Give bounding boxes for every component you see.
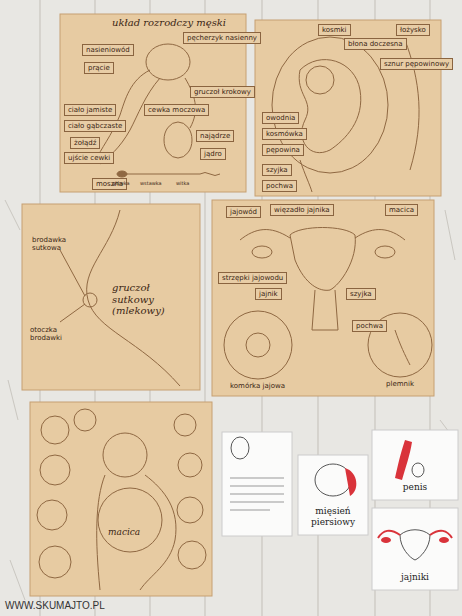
label-box: owodnia: [262, 112, 299, 124]
label-text: pęcherzyk nasienny: [187, 34, 257, 42]
label-text: jajnik: [259, 290, 278, 298]
label-box: pępowina: [262, 144, 304, 156]
part-label: komórka jajowa: [230, 382, 285, 390]
label-text: jajniki: [401, 572, 429, 582]
label-box: najądrze: [196, 130, 234, 142]
part-label: macica: [108, 527, 140, 537]
label-box: ciało jamiste: [64, 104, 116, 116]
label-text: prącie: [88, 64, 110, 72]
label-box: jajowód: [226, 206, 261, 218]
label-box: ciało gąbczaste: [64, 120, 126, 132]
label-text: najądrze: [200, 132, 230, 140]
label-text: więzadło jajnika: [274, 206, 330, 214]
part-label: brodawka sutkowa: [32, 236, 76, 252]
label-text: pępowina: [266, 146, 300, 154]
label-text: gruczoł krokowy: [194, 88, 251, 96]
label-text: błona doczesna: [348, 40, 403, 48]
label-box: nasieniowód: [82, 44, 134, 56]
label-box: więzadło jajnika: [270, 204, 334, 216]
part-label: witka: [176, 181, 189, 187]
label-text: mięsień piersiowy: [302, 506, 364, 527]
label-box: żołądź: [70, 137, 100, 149]
part-label: układ rozrodczy męski: [112, 17, 226, 29]
part-label: główka: [112, 181, 130, 187]
label-text: kosmówka: [266, 130, 303, 138]
label-box: szyjka: [346, 288, 376, 300]
flash-card: penis: [372, 430, 458, 500]
watermark: WWW.SKUMAJTO.PL: [5, 600, 105, 612]
label-text: strzępki jajowodu: [222, 274, 283, 282]
label-box: pochwa: [262, 180, 297, 192]
label-text: pochwa: [356, 322, 383, 330]
label-text: penis: [403, 482, 427, 492]
label-box: ujście cewki: [64, 152, 114, 164]
label-box: sznur pępowinowy: [380, 58, 453, 70]
label-box: błona doczesna: [344, 38, 407, 50]
label-box: gruczoł krokowy: [190, 86, 255, 98]
label-text: jądro: [204, 150, 222, 158]
label-text: ciało jamiste: [68, 106, 112, 114]
label-box: szyjka: [262, 164, 292, 176]
label-box: pochwa: [352, 320, 387, 332]
label-text: pochwa: [266, 182, 293, 190]
label-box: cewka moczowa: [144, 104, 209, 116]
label-box: macica: [385, 204, 418, 216]
label-box: łożysko: [396, 24, 430, 36]
part-label: wstawka: [140, 181, 162, 187]
label-box: kosmki: [318, 24, 351, 36]
flash-card: jajniki: [372, 508, 458, 590]
label-box: jądro: [200, 148, 226, 160]
label-text: sznur pępowinowy: [384, 60, 449, 68]
label-text: łożysko: [400, 26, 426, 34]
label-text: kosmki: [322, 26, 347, 34]
label-box: strzępki jajowodu: [218, 272, 287, 284]
label-text: owodnia: [266, 114, 295, 122]
part-label: gruczoł sutkowy (mlekowy): [112, 282, 190, 317]
label-text: nasieniowód: [86, 46, 130, 54]
label-text: cewka moczowa: [148, 106, 205, 114]
label-text: macica: [389, 206, 414, 214]
label-text: jajowód: [230, 208, 257, 216]
part-label: otoczka brodawki: [30, 326, 74, 342]
label-text: ujście cewki: [68, 154, 110, 162]
label-text: szyjka: [266, 166, 288, 174]
part-label: plemnik: [386, 380, 414, 388]
label-box: kosmówka: [262, 128, 307, 140]
label-text: żołądź: [74, 139, 96, 147]
label-text: ciało gąbczaste: [68, 122, 122, 130]
label-text: szyjka: [350, 290, 372, 298]
label-box: prącie: [84, 62, 114, 74]
label-box: jajnik: [255, 288, 282, 300]
flash-card: mięsień piersiowy: [298, 455, 368, 535]
label-box: pęcherzyk nasienny: [183, 32, 261, 44]
